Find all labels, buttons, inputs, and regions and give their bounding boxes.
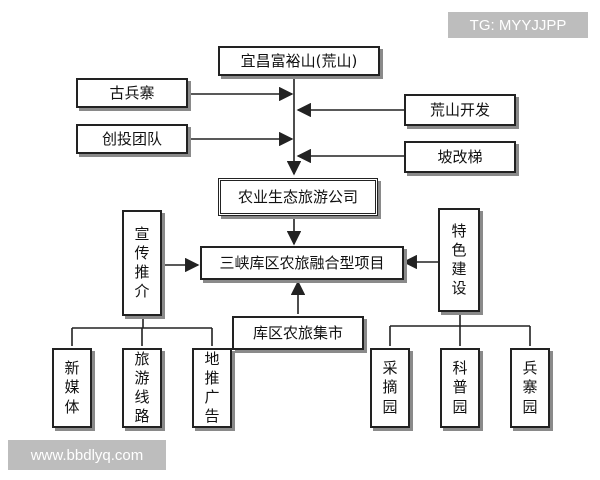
node-huangshan-kaifa: 荒山开发 xyxy=(404,94,516,126)
node-kepuyuan: 科普园 xyxy=(440,348,480,428)
node-chuangtou: 创投团队 xyxy=(76,124,188,154)
watermark-top: TG: MYYJJPP xyxy=(448,12,588,38)
node-tese-text: 特色建设 xyxy=(451,221,467,298)
node-tese: 特色建设 xyxy=(438,208,480,312)
node-pogaiti: 坡改梯 xyxy=(404,141,516,173)
node-bingzhaiyuan: 兵寨园 xyxy=(510,348,550,428)
node-gubingzhai: 古兵寨 xyxy=(76,78,188,108)
node-kepuyuan-text: 科普园 xyxy=(452,359,468,416)
node-lvyou-xianlu: 旅游线路 xyxy=(122,348,162,428)
node-xuanchuan-text: 宣传推介 xyxy=(134,224,150,301)
node-caizhaiyuan: 采摘园 xyxy=(370,348,410,428)
watermark-bottom: www.bbdlyq.com xyxy=(8,440,166,470)
node-xinmeiti: 新媒体 xyxy=(52,348,92,428)
node-bingzhaiyuan-text: 兵寨园 xyxy=(522,359,538,416)
node-caizhaiyuan-text: 采摘园 xyxy=(382,359,398,416)
node-ditui-guanggao: 地推广告 xyxy=(192,348,232,428)
node-top: 宜昌富裕山(荒山) xyxy=(218,46,380,76)
node-eco-company: 农业生态旅游公司 xyxy=(218,178,378,216)
node-xinmeiti-text: 新媒体 xyxy=(64,359,80,416)
node-project: 三峡库区农旅融合型项目 xyxy=(200,246,404,280)
node-ditui-guanggao-text: 地推广告 xyxy=(204,349,220,426)
node-xuanchuan: 宣传推介 xyxy=(122,210,162,316)
node-market: 库区农旅集市 xyxy=(232,316,364,350)
node-lvyou-xianlu-text: 旅游线路 xyxy=(134,349,150,426)
